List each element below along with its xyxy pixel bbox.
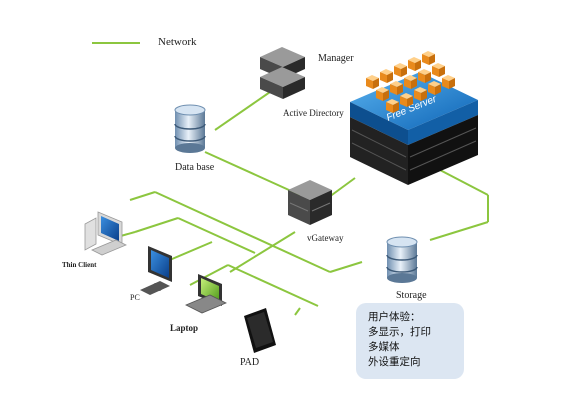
vm-tile-icon	[418, 69, 431, 83]
vm-tile-icon	[400, 93, 413, 107]
note-line: 多显示，打印	[368, 326, 431, 338]
note-line: 多媒体	[368, 341, 400, 353]
vm-tile-icon	[366, 75, 379, 89]
user-experience-note: 用户体验： 多显示，打印 多媒体 外设重定向	[356, 303, 464, 379]
pc-label: PC	[130, 293, 140, 302]
vm-tile-icon	[380, 69, 393, 83]
vm-tile-icon	[422, 51, 435, 65]
pad-label: PAD	[240, 357, 260, 368]
database-icon	[174, 104, 206, 153]
storage-icon	[386, 236, 418, 283]
manager-server-icon	[260, 47, 305, 99]
active-directory-label: Active Directory	[283, 108, 344, 118]
note-line: 用户体验：	[368, 311, 421, 323]
manager-label: Manager	[318, 53, 354, 64]
vm-tiles	[366, 51, 455, 113]
free-server-cluster-icon: Free Server	[350, 72, 478, 185]
vm-tile-icon	[394, 63, 407, 77]
thin-client-icon	[84, 211, 127, 256]
vm-tile-icon	[376, 87, 389, 101]
thin-client-label: Thin Client	[62, 261, 97, 269]
laptop-label: Laptop	[170, 323, 199, 333]
vm-tile-icon	[432, 63, 445, 77]
vgateway-label: vGateway	[307, 233, 344, 243]
note-line: 外设重定向	[368, 356, 421, 368]
vm-tile-icon	[428, 81, 441, 95]
storage-label: Storage	[396, 290, 427, 301]
pc-icon	[140, 246, 172, 295]
vm-tile-icon	[404, 75, 417, 89]
legend-label: Network	[158, 36, 197, 48]
vm-tile-icon	[386, 99, 399, 113]
vm-tile-icon	[408, 57, 421, 71]
vm-tile-icon	[390, 81, 403, 95]
pad-icon	[244, 308, 276, 353]
database-label: Data base	[175, 162, 215, 173]
vgateway-icon	[288, 180, 332, 225]
laptop-icon	[185, 274, 227, 314]
network-lines	[109, 91, 489, 316]
vm-tile-icon	[442, 75, 455, 89]
vm-tile-icon	[414, 87, 427, 101]
